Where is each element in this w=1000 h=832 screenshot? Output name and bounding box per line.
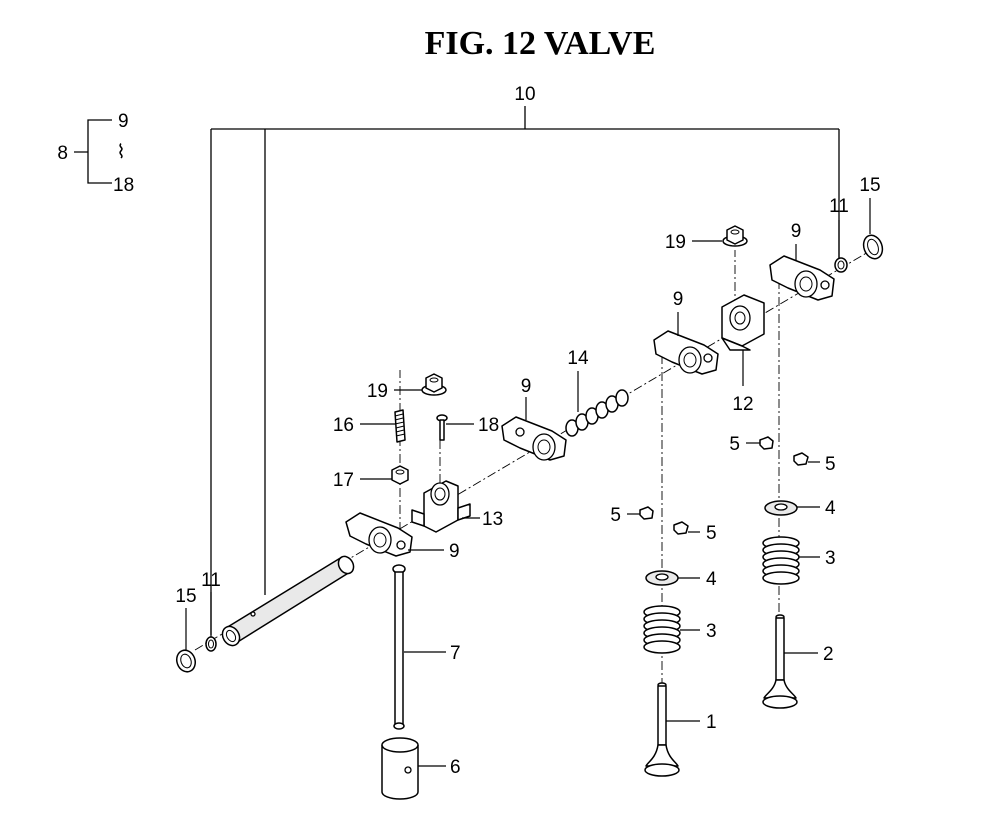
callout-11-left: 11 (201, 570, 221, 591)
callout-9-center-left: 9 (521, 376, 532, 397)
valve-2 (762, 614, 798, 709)
lock-nut-17 (391, 465, 409, 485)
callout-12: 12 (732, 394, 753, 415)
callout-9-center-right: 9 (673, 289, 684, 310)
callout-11-right: 11 (829, 196, 849, 217)
callout-10: 10 (514, 84, 535, 105)
callout-5-c: 5 (729, 434, 740, 455)
callout-16: 16 (333, 415, 354, 436)
washer-left (205, 636, 217, 652)
rocker-arm-3 (653, 330, 719, 375)
callout-15-right: 15 (859, 175, 880, 196)
rocker-bracket-13 (411, 480, 471, 533)
callout-1: 1 (706, 712, 717, 733)
callout-5-b: 5 (706, 523, 717, 544)
valve-1 (644, 682, 680, 777)
legend-parent-number: 8 (57, 143, 68, 164)
rocker-shaft (221, 555, 355, 647)
legend-to-number: 18 (113, 175, 134, 196)
snap-ring-right (862, 234, 884, 260)
callout-17: 17 (333, 470, 354, 491)
rocker-arm-4 (769, 255, 835, 301)
bolt-18 (436, 414, 448, 441)
callout-4-left: 4 (706, 569, 717, 590)
legend-separator: ⌇ (116, 142, 125, 163)
callout-9-right: 9 (791, 221, 802, 242)
rocker-arm-1 (345, 512, 413, 557)
callout-13: 13 (482, 509, 503, 530)
figure-title: FIG. 12 VALVE (425, 25, 656, 62)
callout-3-right: 3 (825, 548, 836, 569)
flange-nut-19-right (722, 225, 748, 247)
assembly-bracket-10 (210, 106, 840, 635)
callout-19-right: 19 (665, 232, 686, 253)
tappet-6 (381, 737, 419, 800)
callout-2: 2 (823, 644, 834, 665)
snap-ring-left (175, 649, 197, 673)
callout-19-left: 19 (367, 381, 388, 402)
callout-5-a: 5 (610, 505, 621, 526)
legend-from-number: 9 (118, 111, 129, 132)
callout-6: 6 (450, 757, 461, 778)
adjusting-screw-16 (394, 409, 406, 443)
assembly-legend: 8 9 ⌇ 18 (57, 111, 134, 196)
shaft-spring-14 (565, 389, 629, 437)
spring-retainer-right (764, 500, 798, 516)
callout-5-d: 5 (825, 454, 836, 475)
push-rod-7 (392, 564, 406, 730)
callout-9-left: 9 (449, 541, 460, 562)
valve-spring-right (762, 536, 800, 585)
callout-3-left: 3 (706, 621, 717, 642)
callout-14: 14 (567, 348, 589, 369)
washer-right (834, 257, 848, 273)
spring-retainer-left (645, 570, 679, 586)
flange-nut-19-left (421, 373, 447, 396)
callout-15-left: 15 (175, 586, 196, 607)
leader-lines (185, 198, 871, 767)
callout-numbers: 10 15 11 16 17 19 18 9 13 7 6 9 14 9 12 … (175, 84, 880, 778)
callout-7: 7 (450, 643, 461, 664)
valve-spring-left (643, 605, 681, 654)
rocker-bracket-12 (721, 294, 765, 351)
valve-collets-left (639, 506, 689, 535)
callout-4-right: 4 (825, 498, 836, 519)
valve-collets-right (759, 436, 809, 466)
rocker-arm-2 (501, 416, 567, 461)
callout-18: 18 (478, 415, 499, 436)
